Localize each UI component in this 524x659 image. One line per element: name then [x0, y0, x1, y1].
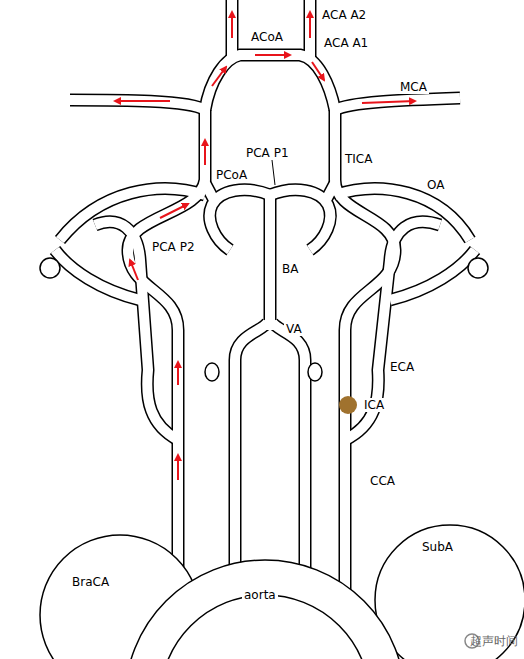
vessel-label: MCA	[398, 80, 429, 94]
vessel-label: TICA	[343, 152, 374, 166]
vessel-label: BraCA	[70, 575, 111, 589]
vessel-label: ACoA	[249, 30, 285, 44]
vessel-label: OA	[425, 178, 446, 192]
vessel-label: VA	[284, 322, 304, 336]
vessel-label: CCA	[368, 474, 397, 488]
vessel-label: PCA P2	[150, 240, 197, 254]
vessel-label: aorta	[242, 588, 278, 602]
vessel-label: BA	[280, 262, 300, 276]
vessel-label: ICA	[362, 398, 386, 412]
vessel-label: ACA A1	[322, 36, 370, 50]
vessel-label: PCoA	[214, 168, 249, 182]
vessel-label: SubA	[420, 540, 455, 554]
vessel-label: ECA	[388, 360, 416, 374]
vessel-label: PCA P1	[244, 146, 291, 160]
watermark: 超声时间	[468, 634, 520, 648]
vessel-label: ACA A2	[320, 8, 368, 22]
